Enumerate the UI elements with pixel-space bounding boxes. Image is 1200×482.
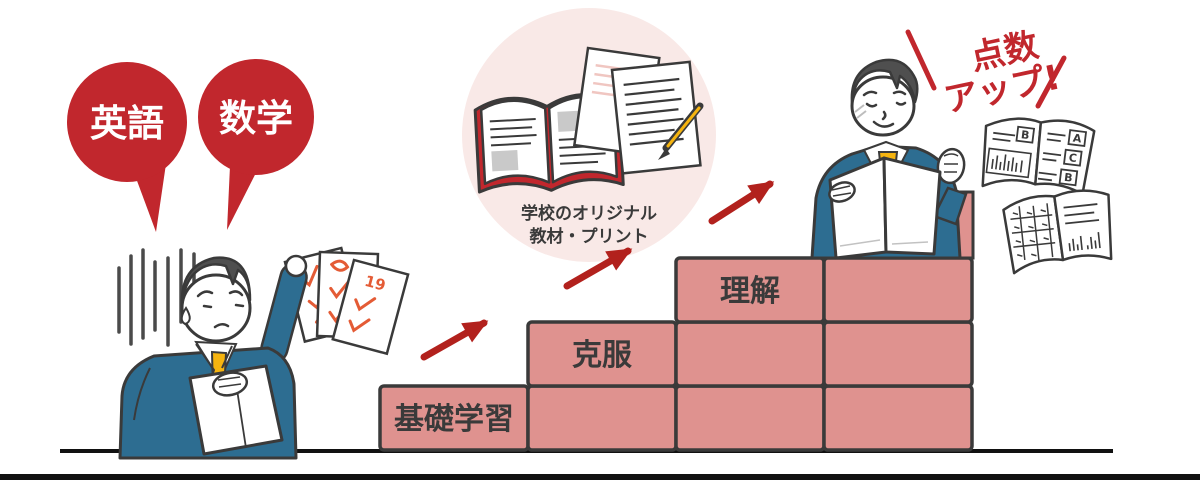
materials-caption-line2: 教材・プリント: [529, 226, 649, 247]
test-score: 19: [363, 272, 388, 295]
materials-circle: 学校のオリジナル 教材・プリント: [462, 8, 716, 262]
mini-bar-chart: [991, 154, 1023, 173]
improved-student: [810, 58, 975, 260]
open-book-icon: [473, 92, 625, 194]
step-cell: [822, 384, 974, 452]
staircase: [378, 256, 974, 452]
bottom-border: [0, 474, 1200, 480]
gloom-lines-icon: [117, 248, 196, 347]
materials-caption-line1: 学校のオリジナル: [521, 203, 657, 224]
worried-face-features: [196, 290, 245, 329]
score-grid: [1010, 203, 1056, 261]
gripping-hand: [211, 371, 249, 397]
result-paper: [828, 156, 942, 260]
grade-value: B: [1063, 171, 1073, 185]
happy-face-features: [862, 90, 907, 128]
step-cell: [674, 320, 826, 388]
failed-test-papers: 19: [283, 246, 410, 356]
report-booklet-top: B A C B: [981, 117, 1096, 196]
report-booklets: B A C B: [981, 117, 1113, 275]
report-booklet-bottom: [1002, 189, 1113, 275]
bubble-circle: [67, 62, 187, 182]
step-cell: [674, 384, 826, 452]
arrow-up-icon: [563, 247, 633, 290]
score-up-callout: 点数 アップ!: [905, 25, 1067, 121]
student-face: [180, 273, 252, 343]
grade-value: C: [1068, 151, 1078, 165]
bubble-circle: [198, 59, 314, 175]
emphasis-slash-left: [905, 29, 937, 91]
step-label-understand: 理解: [720, 274, 780, 309]
pencil-icon: [658, 102, 704, 160]
student2-hair: [850, 58, 919, 104]
sweat-drop-icon: [180, 306, 191, 326]
step-cell: [822, 320, 974, 388]
step-cell: [822, 256, 974, 324]
mini-bar-chart: [1068, 232, 1101, 252]
subject-bubble-english: 英語: [67, 62, 187, 232]
student2-sleeve: [932, 186, 968, 226]
subject-bubble-math: 数学: [198, 59, 314, 230]
print-sheets-icon: [572, 46, 704, 175]
step-label-basic: 基礎学習: [394, 402, 514, 437]
arrow-up-icon: [420, 319, 489, 361]
step-cell: [526, 384, 678, 452]
bubble-label-english: 英語: [90, 102, 164, 145]
grade-value: A: [1072, 132, 1083, 146]
bubble-label-math: 数学: [219, 97, 293, 140]
emphasis-slash-right: [1035, 55, 1067, 109]
ascending-arrows: [420, 180, 775, 361]
grade-value: B: [1020, 128, 1030, 142]
student-hair: [180, 256, 252, 308]
blush-lines: [854, 104, 867, 119]
step-label-overcome: 克服: [572, 338, 633, 373]
raised-fist: [936, 147, 966, 185]
holding-hand: [828, 181, 856, 203]
bubble-tail: [227, 161, 262, 230]
struggling-student: 19: [117, 246, 410, 460]
arrow-up-icon: [708, 180, 775, 225]
student-hand: [284, 254, 308, 278]
